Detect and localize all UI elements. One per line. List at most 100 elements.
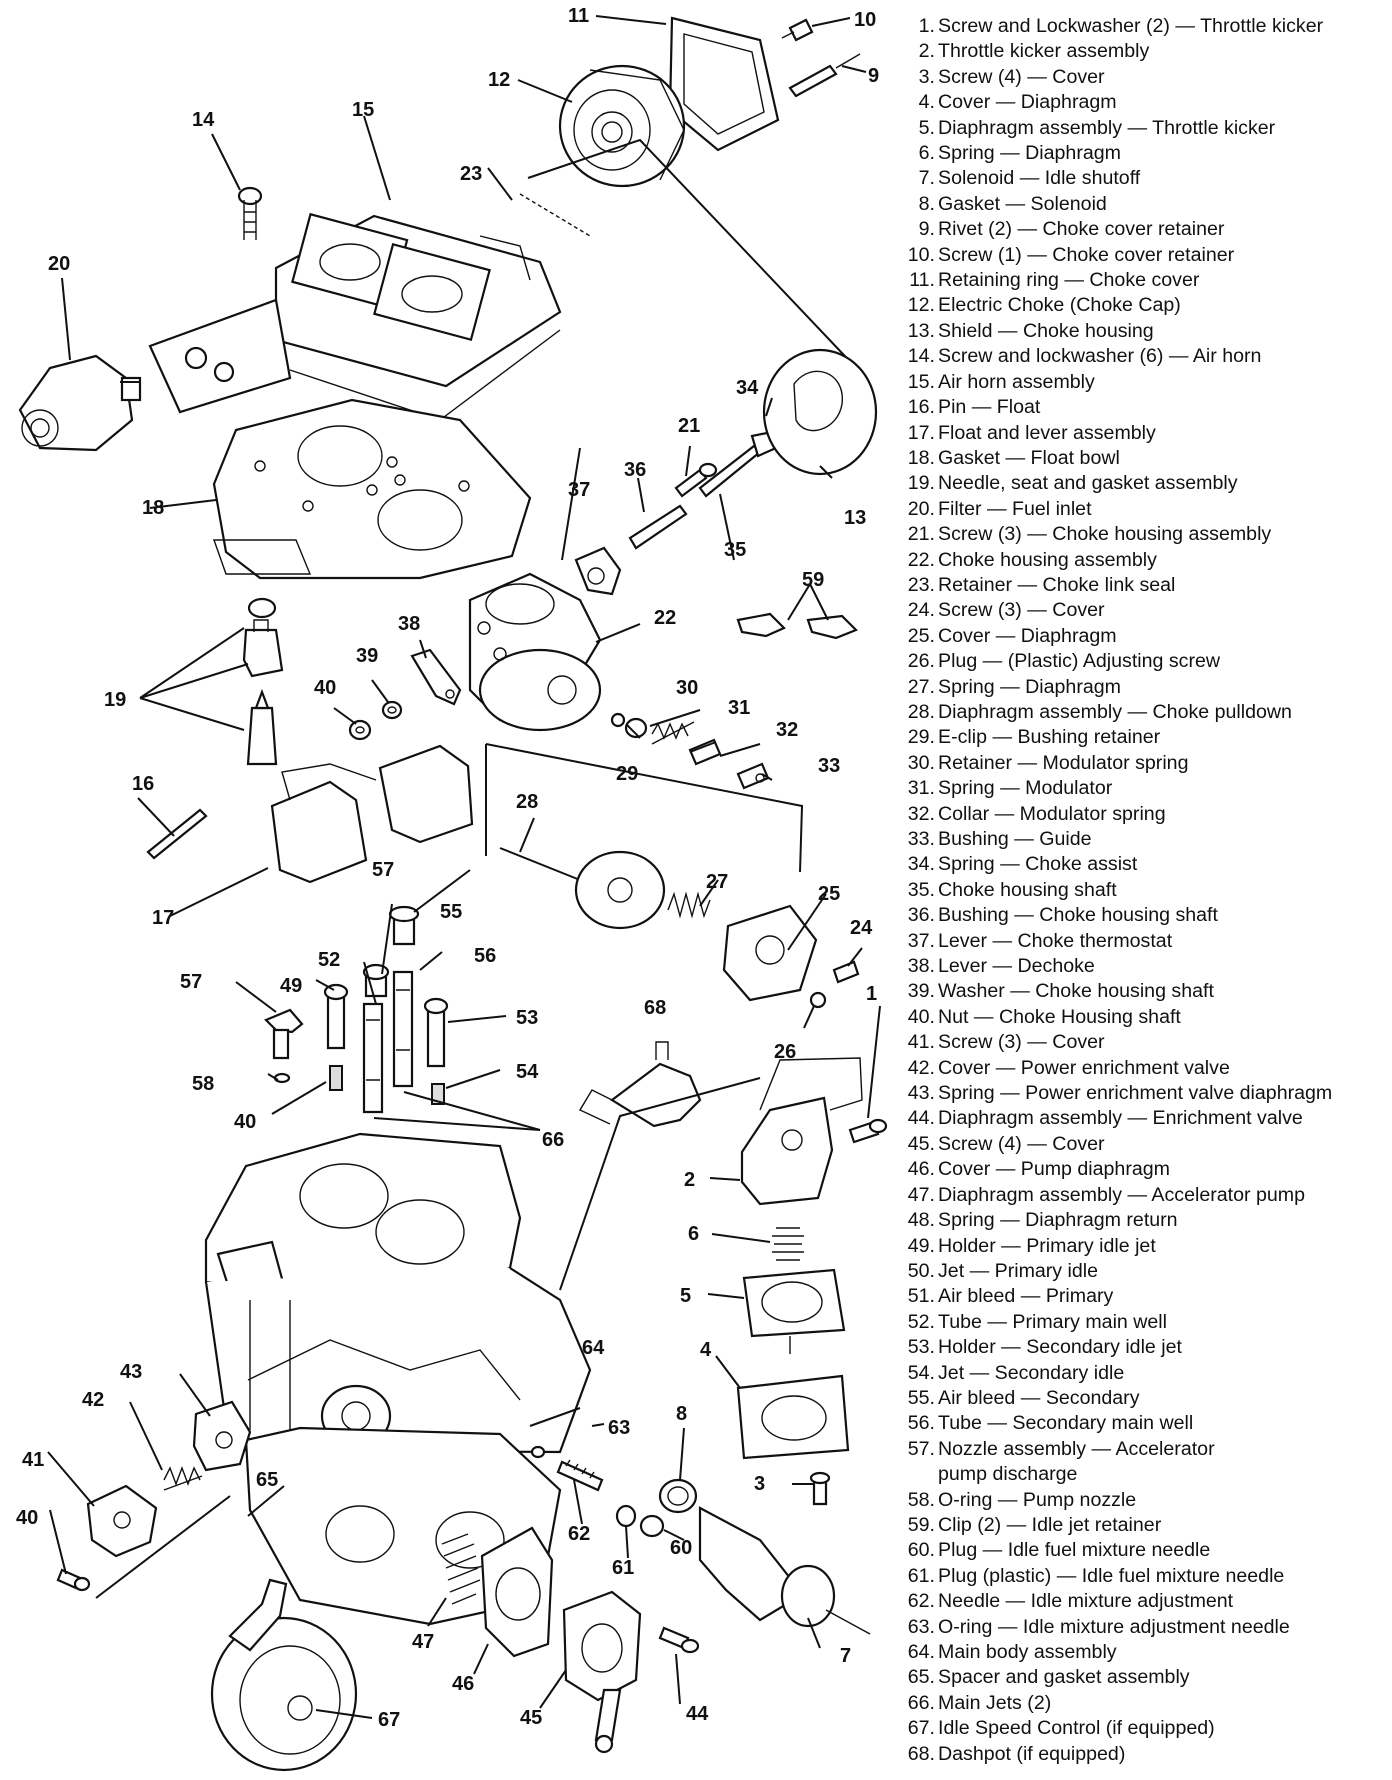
legend-number: 23. [907,573,935,596]
legend-text: Spacer and gasket assembly [938,1666,1190,1689]
legend-item: 50.Jet — Primary idle [905,1259,1390,1284]
diaphragm-assembly-choke-pulldown [499,847,666,930]
legend-text: Plug — (Plastic) Adjusting screw [938,650,1221,673]
legend-item: 37.Lever — Choke thermostat [905,929,1390,954]
callout-48: 47 [412,1631,434,1653]
nozzle-assembly-accelerator-pump [264,1008,304,1060]
legend-item: 63.O-ring — Idle mixture adjustment need… [905,1615,1390,1640]
legend-text: Air horn assembly [938,370,1095,393]
legend-number: 66. [907,1691,935,1714]
legend-item: 57.Nozzle assembly — Accelerator pump di… [905,1437,1390,1488]
legend-text: Clip (2) — Idle jet retainer [938,1513,1162,1536]
legend-number: 43. [907,1082,935,1105]
legend-text: Gasket — Float bowl [938,446,1120,469]
callout-49: 49 [280,975,302,997]
jet-secondary-idle [431,1083,445,1105]
legend-text: Collar — Modulator spring [938,802,1166,825]
legend-item: 16.Pin — Float [905,395,1390,420]
legend-number: 63. [907,1615,935,1638]
legend-text: Diaphragm assembly — Accelerator pump [938,1183,1305,1206]
legend-text: Air bleed — Primary [938,1285,1114,1308]
legend-text: Pin — Float [938,396,1041,419]
legend-text: Cover — Pump diaphragm [938,1158,1170,1181]
legend-number: 62. [907,1590,935,1613]
legend-number: 26. [907,650,935,673]
callout-65: 65 [256,1469,278,1491]
callout-66: 66 [542,1129,564,1151]
legend-text: Idle Speed Control (if equipped) [938,1717,1215,1740]
legend-text: Cover — Power enrichment valve [938,1056,1230,1079]
callout-8: 8 [676,1403,687,1425]
spring-modulator [651,721,695,745]
legend-item: 67.Idle Speed Control (if equipped) [905,1716,1390,1741]
legend-number: 44. [907,1107,935,1130]
retainer-modulator-spring [624,717,648,739]
holder-secondary-idle-jet [423,997,449,1068]
legend-number: 61. [907,1564,935,1587]
gasket-float-bowl [212,398,532,580]
legend-text: Tube — Primary main well [938,1310,1168,1333]
legend-item: 35.Choke housing shaft [905,878,1390,903]
legend-number: 57. [907,1437,935,1460]
callout-52: 52 [318,949,340,971]
legend-number: 30. [907,751,935,774]
washer-choke-housing-shaft [381,700,403,720]
callout-6: 6 [688,1223,699,1245]
callout-20: 20 [48,253,70,275]
legend-text: Nozzle assembly — Accelerator pump disch… [938,1437,1215,1486]
callout-21: 21 [678,415,700,437]
diaphragm-assembly-enrichment-valve [192,1400,252,1472]
legend-item: 46.Cover — Pump diaphragm [905,1157,1390,1182]
callout-55: 55 [440,901,462,923]
legend-number: 40. [907,1005,935,1028]
callout-28: 28 [516,791,538,813]
legend-number: 24. [907,599,935,622]
legend-number: 38. [907,955,935,978]
tube-primary-main-well [362,1002,384,1114]
legend-number: 4. [918,91,935,114]
callout-40-mid: 40 [234,1111,256,1133]
filter-fuel-inlet [18,354,142,452]
legend-item: 4.Cover — Diaphragm [905,90,1390,115]
throttle-kicker-assembly [740,1057,863,1206]
callout-1: 1 [866,983,877,1005]
legend-text: O-ring — Pump nozzle [938,1488,1137,1511]
legend-item: 17.Float and lever assembly [905,421,1390,446]
callout-42: 41 [22,1449,44,1471]
legend-item: 27.Spring — Diaphragm [905,675,1390,700]
callout-15: 15 [352,99,374,121]
legend-item: 39.Washer — Choke housing shaft [905,979,1390,1004]
legend-number: 19. [907,472,935,495]
plug-adjusting-screw [809,991,827,1009]
choke-housing-assembly [468,572,602,732]
screw-cover-41 [56,1568,91,1592]
legend-item: 29.E-clip — Bushing retainer [905,725,1390,750]
legend-number: 14. [907,345,935,368]
legend-item: 23.Retainer — Choke link seal [905,573,1390,598]
legend-number: 33. [907,828,935,850]
legend-number: 29. [907,726,935,749]
float-and-lever-assembly [270,744,474,884]
callout-67: 67 [378,1709,400,1731]
legend-text: Main body assembly [938,1641,1117,1663]
needle-idle-mixture-adjustment [556,1459,604,1492]
plug-idle-fuel-mixture-needle [639,1514,665,1538]
callout-32: 32 [776,719,798,741]
callout-64: 64 [582,1337,605,1359]
legend-item: 61.Plug (plastic) — Idle fuel mixture ne… [905,1564,1390,1589]
legend-text: Plug — Idle fuel mixture needle [938,1539,1211,1562]
holder-primary-idle-jet [323,983,349,1050]
gasket-solenoid [658,1478,698,1514]
callout-31: 31 [728,697,750,719]
callout-29: 29 [616,763,638,785]
legend-item: 60.Plug — Idle fuel mixture needle [905,1538,1390,1563]
legend-text: Tube — Secondary main well [938,1412,1194,1435]
callout-30: 30 [676,677,698,699]
legend-item: 62.Needle — Idle mixture adjustment [905,1589,1390,1614]
legend-number: 39. [907,980,935,1003]
legend-number: 25. [907,624,935,647]
legend-item: 22.Choke housing assembly [905,548,1390,573]
retaining-ring-choke-cover [668,16,780,152]
legend-item: 53.Holder — Secondary idle jet [905,1335,1390,1360]
